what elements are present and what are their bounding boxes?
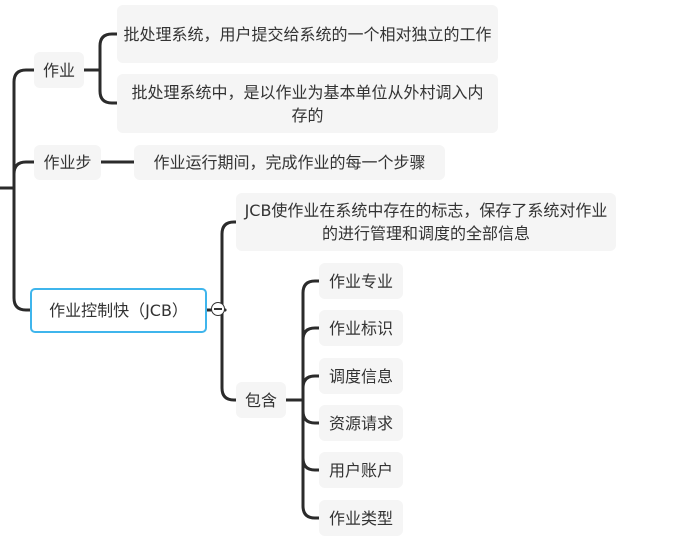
subtopic-zuoyebu-1-label: 作业运行期间，完成作业的每一个步骤 — [153, 153, 426, 172]
group-item-6[interactable]: 作业类型 — [319, 500, 403, 536]
group-item-2-label: 作业标识 — [328, 318, 393, 338]
subtopic-jcb-desc-label: JCB使作业在系统中存在的标志，保存了系统对作业的进行管理和调度的全部信息 — [244, 201, 608, 243]
connector-group-item-1 — [301, 279, 321, 402]
topic-zuoyebu[interactable]: 作业步 — [34, 145, 101, 180]
connector-zuoye-child-2 — [98, 68, 119, 105]
subtopic-zuoye-2-label: 批处理系统中，是以作业为基本单位从外村调入内存的 — [131, 82, 484, 125]
subtopic-zuoye-1-label: 批处理系统，用户提交给系统的一个相对独立的工作 — [123, 24, 492, 44]
subtopic-jcb-desc[interactable]: JCB使作业在系统中存在的标志，保存了系统对作业的进行管理和调度的全部信息 — [236, 193, 616, 251]
topic-zuoye-label: 作业 — [42, 60, 75, 80]
connector-group-item-3 — [301, 374, 321, 402]
group-item-3[interactable]: 调度信息 — [319, 358, 403, 394]
connector-jcb — [12, 186, 32, 312]
connector-zuoye — [12, 68, 36, 190]
subtopic-jcb-group-label: 包含 — [244, 390, 277, 410]
topic-jcb-label: 作业控制快（JCB） — [49, 301, 188, 320]
connector-group-item-5 — [301, 398, 321, 472]
topic-jcb[interactable]: 作业控制快（JCB） — [30, 288, 207, 333]
group-item-4[interactable]: 资源请求 — [319, 405, 403, 441]
group-item-5[interactable]: 用户账户 — [319, 452, 403, 488]
connector-zuoyebu — [12, 160, 36, 190]
subtopic-zuoye-1[interactable]: 批处理系统，用户提交给系统的一个相对独立的工作 — [117, 5, 498, 63]
group-item-2[interactable]: 作业标识 — [319, 310, 403, 346]
subtopic-zuoyebu-1[interactable]: 作业运行期间，完成作业的每一个步骤 — [134, 145, 445, 180]
group-item-5-label: 用户账户 — [328, 460, 393, 480]
connector-jcb-child-group — [220, 308, 238, 402]
connector-group-item-6 — [301, 398, 321, 520]
subtopic-zuoye-2[interactable]: 批处理系统中，是以作业为基本单位从外村调入内存的 — [117, 74, 498, 133]
group-item-1[interactable]: 作业专业 — [319, 263, 403, 299]
connector-zuoye-child-1 — [98, 32, 119, 72]
connector-group-item-4 — [301, 398, 321, 425]
topic-zuoye[interactable]: 作业 — [34, 52, 84, 88]
topic-zuoyebu-label: 作业步 — [43, 153, 92, 172]
connector-jcb-child-desc — [220, 220, 238, 312]
group-item-3-label: 调度信息 — [328, 366, 393, 386]
connector-group-item-2 — [301, 326, 321, 402]
group-item-1-label: 作业专业 — [328, 271, 393, 291]
subtopic-jcb-group[interactable]: 包含 — [236, 382, 286, 418]
group-item-6-label: 作业类型 — [328, 508, 393, 528]
collapse-toggle-icon[interactable] — [211, 302, 225, 316]
group-item-4-label: 资源请求 — [328, 413, 393, 433]
